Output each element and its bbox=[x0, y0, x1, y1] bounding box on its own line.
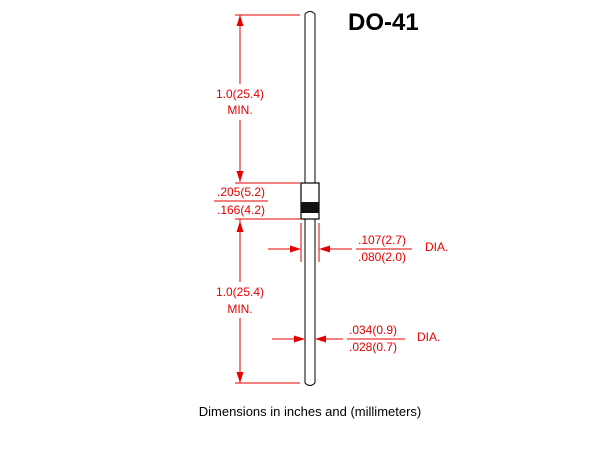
body-diameter-dimension bbox=[268, 223, 412, 262]
top-lead-length-note: MIN. bbox=[227, 103, 252, 117]
diode-body bbox=[300, 182, 320, 220]
lead-diameter-suffix: DIA. bbox=[417, 330, 440, 344]
dimensions-caption: Dimensions in inches and (millimeters) bbox=[199, 404, 422, 419]
body-diameter-suffix: DIA. bbox=[425, 240, 448, 254]
bottom-lead-length-note: MIN. bbox=[227, 302, 252, 316]
body-length-max: .205(5.2) bbox=[217, 185, 265, 199]
lead-diameter-dimension bbox=[272, 335, 405, 343]
body-length-dimension bbox=[214, 182, 300, 220]
lead-diameter-max: .034(0.9) bbox=[349, 323, 397, 337]
top-lead bbox=[304, 11, 316, 183]
cathode-band bbox=[301, 202, 319, 213]
bottom-lead bbox=[304, 219, 316, 386]
top-lead-length-value: 1.0(25.4) bbox=[216, 87, 264, 101]
body-diameter-max: .107(2.7) bbox=[358, 233, 406, 247]
body-diameter-min: .080(2.0) bbox=[358, 250, 406, 264]
bottom-lead-length-value: 1.0(25.4) bbox=[216, 285, 264, 299]
package-title: DO-41 bbox=[348, 9, 419, 36]
body-length-min: .166(4.2) bbox=[217, 203, 265, 217]
lead-diameter-min: .028(0.7) bbox=[349, 340, 397, 354]
